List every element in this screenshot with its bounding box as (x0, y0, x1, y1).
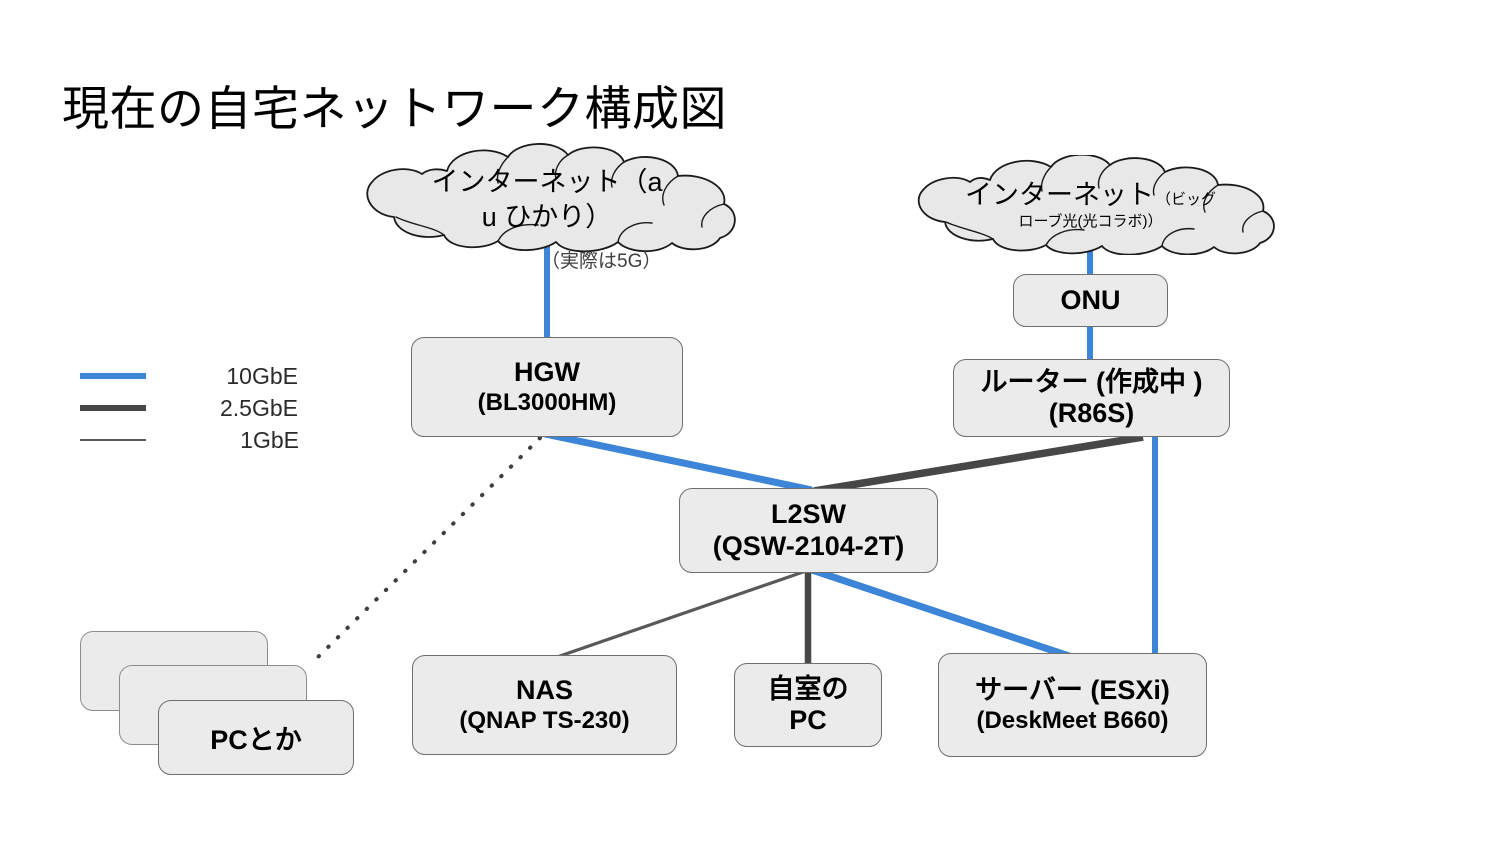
legend-swatch-2-5gbe-icon (80, 404, 146, 412)
node-room-pc-line2: PC (789, 705, 827, 735)
node-room-pc-line1: 自室の (767, 673, 849, 704)
node-hgw-line2: (BL3000HM) (477, 388, 617, 416)
cloud-shape (366, 143, 736, 253)
link-router-l2sw (813, 433, 1144, 495)
node-pc-stack-front[interactable]: PCとか (158, 700, 354, 775)
node-router-line1: ルーター (作成中 ) (980, 366, 1203, 397)
legend-swatch-10gbe-icon (80, 373, 146, 379)
cloud-inner-detail (395, 154, 725, 243)
legend-swatch-1gbe-icon (80, 438, 146, 442)
node-nas-line1: NAS (515, 675, 573, 706)
cloud-internet-au: インターネット（au ひかり） (352, 143, 742, 256)
legend-label-10gbe: 10GbE (226, 362, 298, 389)
page-title: 現在の自宅ネットワーク構成図 (62, 82, 727, 135)
node-server-line2: (DeskMeet B660) (976, 706, 1169, 734)
node-onu-line1: ONU (1060, 284, 1121, 315)
node-l2sw-line2: (QSW-2104-2T) (712, 530, 905, 561)
legend-label-2-5gbe: 2.5GbE (220, 394, 298, 421)
node-server[interactable]: サーバー (ESXi) (DeskMeet B660) (938, 653, 1207, 757)
node-nas[interactable]: NAS (QNAP TS-230) (412, 655, 677, 755)
node-router-line2: (R86S) (1048, 398, 1135, 428)
cloud-inner-detail (945, 164, 1264, 247)
node-l2sw-line1: L2SW (770, 499, 846, 530)
legend-item-10gbe: 10GbE (80, 360, 310, 392)
node-pc-stack-front-label: PCとか (210, 725, 302, 755)
node-nas-line2: (QNAP TS-230) (459, 706, 630, 734)
legend-label-1gbe: 1GbE (240, 426, 299, 453)
node-hgw-line1: HGW (514, 357, 580, 388)
link-hgw-l2sw (544, 430, 813, 494)
node-room-pc[interactable]: 自室の PC (734, 663, 882, 747)
legend: 10GbE 2.5GbE 1GbE (80, 360, 310, 456)
node-l2sw[interactable]: L2SW (QSW-2104-2T) (679, 488, 938, 573)
annotation-actual-5g: （実際は5G） (541, 251, 662, 272)
node-router[interactable]: ルーター (作成中 ) (R86S) (953, 359, 1230, 437)
node-server-line1: サーバー (ESXi) (975, 675, 1170, 706)
node-hgw[interactable]: HGW (BL3000HM) (411, 337, 683, 437)
cloud-shape (917, 155, 1275, 255)
node-onu[interactable]: ONU (1013, 274, 1168, 327)
link-l2sw-server (810, 566, 1077, 662)
link-hgw-pcstack-wireless (314, 436, 542, 661)
legend-item-1gbe: 1GbE (80, 424, 310, 456)
link-l2sw-nas (556, 569, 807, 659)
cloud-internet-biglobe: インターネット （ビッグ ローブ光(光コラボ)） (898, 155, 1283, 255)
legend-item-2-5gbe: 2.5GbE (80, 392, 310, 424)
